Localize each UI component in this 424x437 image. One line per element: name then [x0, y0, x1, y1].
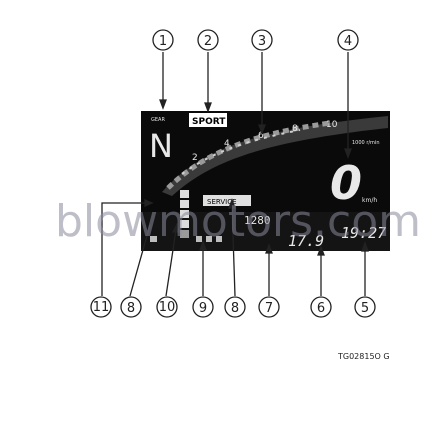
- callout-top: 4: [337, 29, 359, 51]
- callout-bottom: 5: [354, 296, 376, 318]
- figure-id: TG02815O G: [337, 352, 390, 361]
- watermark: blowmotors.com: [55, 196, 421, 247]
- clock-value: 19:27: [341, 224, 386, 242]
- service-label: SERVICE: [207, 198, 237, 206]
- gear-label: GEAR: [151, 117, 165, 123]
- odometer-value: 1280: [244, 214, 271, 227]
- callout-label: 5: [361, 301, 369, 316]
- mode-label: SPORT: [192, 117, 226, 127]
- callout-top: 1: [152, 29, 174, 51]
- rpm-tick-label: 2: [192, 153, 198, 163]
- callout-label: 7: [265, 301, 273, 316]
- callout-bottom: 10: [156, 296, 178, 318]
- callout-label: 10: [159, 300, 176, 315]
- callout-label: 9: [199, 301, 207, 316]
- mode-badge: [189, 113, 227, 127]
- rpm-tick-label: 10: [326, 120, 338, 130]
- callout-label: 2: [204, 34, 212, 49]
- callout-bottom: 6: [310, 296, 332, 318]
- callout-bottom: 8: [120, 296, 142, 318]
- fuel-gauge: [180, 190, 189, 238]
- indicator-icons: [150, 236, 222, 242]
- callout-label: 1: [159, 34, 167, 49]
- callout-label: 8: [231, 301, 239, 316]
- callout-label: 3: [258, 34, 266, 49]
- callout-label: 6: [317, 301, 325, 316]
- rpm-tick-label: 4: [224, 139, 230, 149]
- callout-label: 11: [93, 300, 110, 315]
- leader-lines-top: [159, 52, 352, 159]
- callout-bottom: 8: [224, 296, 246, 318]
- speed-value: 0: [330, 156, 362, 210]
- rpm-tick-label: 6: [258, 131, 264, 141]
- speed-unit: km/h: [362, 197, 377, 204]
- rpm-unit: 1000 r/min: [352, 140, 379, 146]
- callout-label: 4: [344, 34, 352, 49]
- callout-bottom: 11: [90, 296, 112, 318]
- service-indicator: [203, 195, 251, 206]
- callout-bottom: 9: [192, 296, 214, 318]
- gear-position: N: [149, 127, 173, 165]
- leader-lines-bottom: [101, 198, 369, 297]
- trip-value: 17.9: [288, 232, 324, 250]
- callout-top: 2: [197, 29, 219, 51]
- rpm-tick-label: 8: [292, 124, 298, 134]
- callout-bottom: 7: [258, 296, 280, 318]
- callout-label: 8: [127, 301, 135, 316]
- rpm-bar: [162, 116, 388, 196]
- callout-top: 3: [251, 29, 273, 51]
